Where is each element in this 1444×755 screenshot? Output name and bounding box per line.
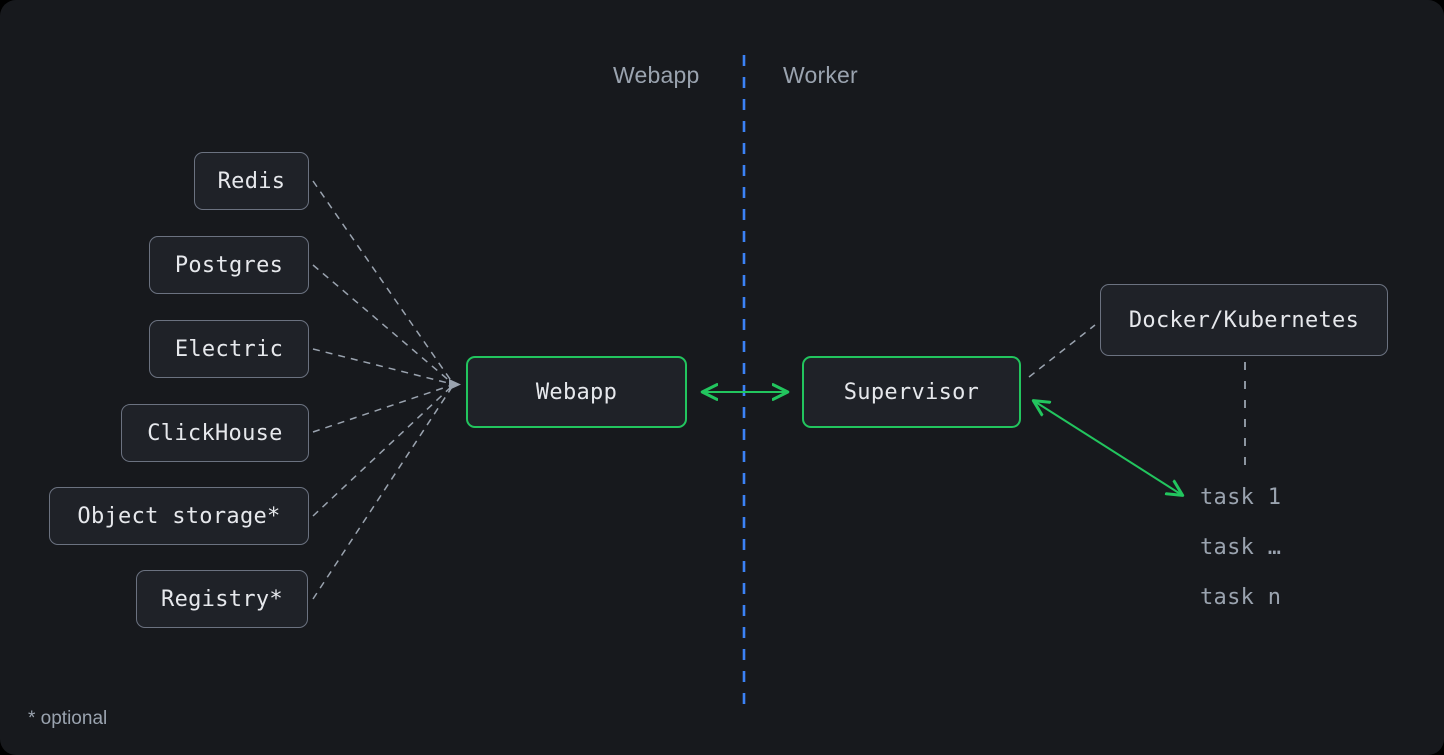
- node-postgres[interactable]: Postgres: [149, 236, 309, 294]
- node-redis-label: Redis: [217, 168, 286, 194]
- connector-postgres-webapp: [312, 264, 453, 384]
- node-redis[interactable]: Redis: [194, 152, 309, 210]
- node-electric-label: Electric: [174, 336, 284, 362]
- connector-clickhouse-webapp: [312, 384, 453, 433]
- node-docker-kubernetes-label: Docker/Kubernetes: [1128, 307, 1360, 333]
- connector-electric-webapp: [312, 348, 453, 385]
- node-webapp[interactable]: Webapp: [466, 356, 687, 428]
- dependency-connectors: [312, 180, 453, 600]
- task-label-n: task n: [1200, 585, 1282, 610]
- connector-supervisor-tasks: [1034, 401, 1182, 495]
- node-object-storage[interactable]: Object storage*: [49, 487, 309, 545]
- task-label-ellipsis: task …: [1200, 535, 1282, 560]
- lane-label-webapp: Webapp: [613, 62, 700, 88]
- node-object-storage-label: Object storage*: [77, 503, 281, 529]
- node-docker-kubernetes[interactable]: Docker/Kubernetes: [1100, 284, 1388, 356]
- node-supervisor[interactable]: Supervisor: [802, 356, 1021, 428]
- node-registry-label: Registry*: [161, 586, 283, 612]
- node-registry[interactable]: Registry*: [136, 570, 308, 628]
- connector-registry-webapp: [312, 386, 453, 600]
- connector-supervisor-docker: [1028, 324, 1096, 378]
- footnote-optional: * optional: [28, 708, 108, 729]
- node-postgres-label: Postgres: [174, 252, 284, 278]
- connector-redis-webapp: [312, 180, 453, 383]
- node-supervisor-label: Supervisor: [843, 379, 980, 405]
- node-clickhouse[interactable]: ClickHouse: [121, 404, 309, 462]
- fan-in-arrowhead: [449, 379, 461, 390]
- task-label-1: task 1: [1200, 485, 1282, 510]
- node-electric[interactable]: Electric: [149, 320, 309, 378]
- connector-object-storage-webapp: [312, 385, 453, 517]
- node-clickhouse-label: ClickHouse: [147, 420, 283, 446]
- lane-label-worker: Worker: [783, 62, 858, 88]
- node-webapp-label: Webapp: [535, 379, 618, 405]
